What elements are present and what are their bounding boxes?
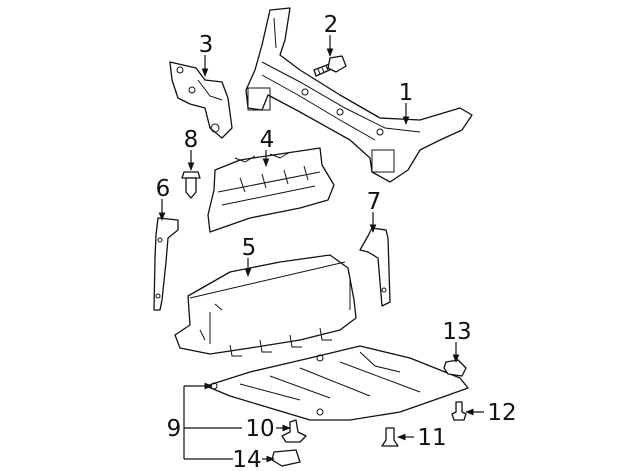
radiator-support-part-1 bbox=[245, 7, 473, 183]
splash-shield-part-9 bbox=[205, 345, 469, 421]
push-pin-part-8 bbox=[181, 171, 201, 199]
callout-14: 14 bbox=[232, 447, 261, 471]
callout-11: 11 bbox=[417, 425, 446, 451]
callout-labels: 1 2 3 4 5 6 7 8 9 10 11 12 13 14 bbox=[156, 12, 517, 471]
deflector-part-4 bbox=[207, 147, 335, 233]
callout-8: 8 bbox=[184, 127, 199, 153]
push-pin-part-10 bbox=[281, 419, 307, 443]
callout-13: 13 bbox=[442, 319, 471, 345]
clip-nut-part-13 bbox=[443, 359, 467, 377]
side-bracket-part-7 bbox=[359, 227, 391, 307]
bracket-part-3 bbox=[169, 61, 233, 139]
bolt-part-2 bbox=[313, 55, 347, 77]
callout-7: 7 bbox=[367, 189, 382, 215]
callout-4: 4 bbox=[260, 127, 275, 153]
clip-part-14 bbox=[271, 449, 301, 467]
leader-lines bbox=[158, 35, 484, 463]
callout-12: 12 bbox=[487, 400, 516, 426]
bolt-part-12 bbox=[451, 401, 467, 421]
side-bracket-part-6 bbox=[153, 217, 179, 311]
callout-10: 10 bbox=[245, 416, 274, 442]
lower-deflector-part-5 bbox=[174, 254, 357, 357]
callout-6: 6 bbox=[156, 176, 171, 202]
callout-5: 5 bbox=[242, 235, 257, 261]
callout-1: 1 bbox=[399, 80, 414, 106]
callout-3: 3 bbox=[199, 32, 214, 58]
callout-9: 9 bbox=[167, 416, 182, 442]
callout-2: 2 bbox=[324, 12, 339, 38]
push-pin-part-11 bbox=[381, 427, 399, 447]
